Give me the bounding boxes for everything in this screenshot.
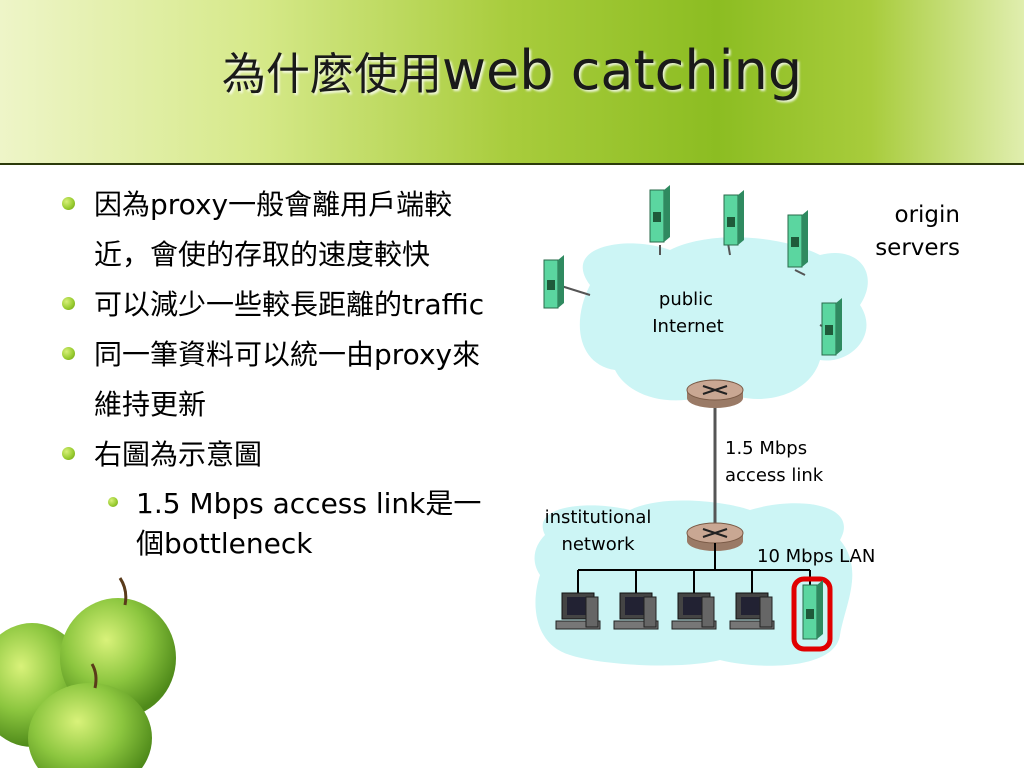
access-link-label-line2: access link	[725, 465, 824, 486]
slide-title: 為什麼使用web catching	[0, 38, 1024, 102]
apple-shape	[28, 683, 152, 768]
computer-icon	[613, 592, 659, 630]
lan-label: 10 Mbps LAN	[757, 546, 875, 567]
slide-title-cjk: 為什麼使用	[221, 49, 442, 100]
slide-title-latin: web catching	[441, 39, 803, 102]
origin-server-icon	[787, 210, 808, 268]
network-diagram: origin servers public Internet 1.5 Mbps …	[534, 185, 961, 666]
origin-server-icon	[723, 190, 744, 246]
institutional-network-label-line2: network	[561, 534, 635, 555]
origin-server-icon	[821, 298, 842, 356]
computer-icon	[555, 592, 601, 630]
public-internet-label-line1: public	[659, 289, 713, 310]
public-internet-label-line2: Internet	[652, 316, 723, 337]
origin-servers-label-line2: servers	[875, 235, 960, 261]
public-internet-cloud	[579, 237, 868, 401]
origin-servers-label-line1: origin	[895, 202, 961, 228]
bullet-item: 同一筆資料可以統一由proxy來維持更新	[58, 330, 498, 430]
institutional-network-label-line1: institutional	[545, 507, 652, 528]
apples-image	[0, 577, 176, 768]
sub-bullet-item: 1.5 Mbps access link是一個bottleneck	[58, 484, 498, 564]
router-icon	[686, 379, 744, 408]
bullet-list: 因為proxy一般會離用戶端較近，會使的存取的速度較快 可以減少一些較長距離的t…	[58, 180, 498, 564]
bullet-item: 可以減少一些較長距離的traffic	[58, 280, 498, 330]
computer-icon	[671, 592, 717, 630]
bullet-item: 因為proxy一般會離用戶端較近，會使的存取的速度較快	[58, 180, 498, 280]
proxy-server-icon	[791, 576, 833, 652]
router-icon	[686, 522, 744, 551]
title-banner	[0, 0, 1024, 163]
access-link-label-line1: 1.5 Mbps	[725, 438, 807, 459]
title-divider	[0, 163, 1024, 165]
origin-server-icon	[649, 185, 670, 243]
origin-server-icon	[543, 255, 564, 309]
computer-icon	[729, 592, 775, 630]
bullet-item: 右圖為示意圖	[58, 430, 498, 480]
